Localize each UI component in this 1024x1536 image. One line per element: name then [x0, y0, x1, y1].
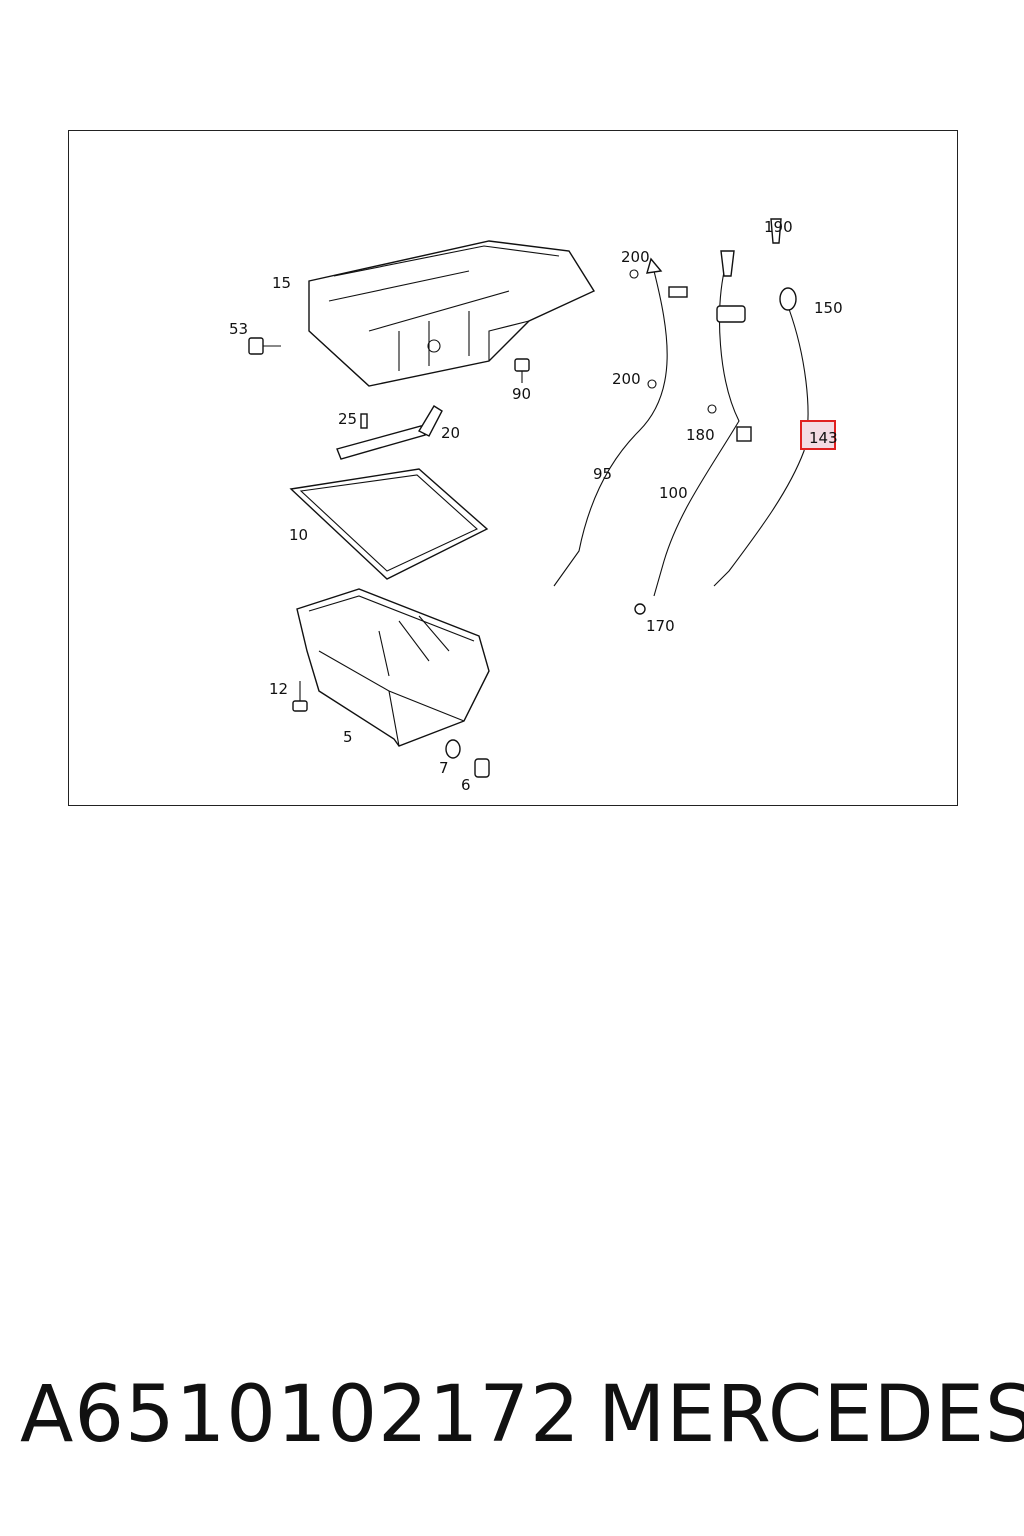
callout-100: 100	[659, 484, 688, 502]
lower-oil-pan	[296, 588, 490, 747]
callout-90: 90	[512, 385, 531, 403]
callout-20: 20	[441, 424, 460, 442]
callout-5: 5	[343, 728, 353, 746]
brand-name: MERCEDES	[598, 1370, 1024, 1460]
callout-95: 95	[593, 465, 612, 483]
callout-200-mid: 200	[612, 370, 641, 388]
drain-plug-6	[474, 758, 490, 778]
bottom-caption: A6510102172 MERCEDES	[20, 1370, 1024, 1470]
upper-oil-pan	[308, 240, 596, 387]
bolt-90	[514, 358, 530, 383]
callout-170: 170	[646, 617, 675, 635]
diagram-frame: 15 53 90 25 20 10 12 5 7 6 200 200 95 19…	[68, 130, 958, 806]
callout-25: 25	[338, 410, 357, 428]
seal-170	[634, 603, 646, 615]
bolt-12	[292, 681, 308, 712]
callout-53: 53	[229, 320, 248, 338]
callout-6: 6	[461, 776, 471, 794]
oil-pickup-tube	[336, 405, 443, 460]
dipstick-143	[713, 287, 809, 587]
callout-7: 7	[439, 759, 449, 777]
guide-tube-95	[553, 257, 688, 587]
callout-200-top: 200	[621, 248, 650, 266]
highlight-box	[800, 420, 836, 450]
callout-10: 10	[289, 526, 308, 544]
oil-pan-gasket	[289, 468, 489, 580]
exploded-parts-diagram: 15 53 90 25 20 10 12 5 7 6 200 200 95 19…	[229, 218, 843, 794]
part-number: A6510102172	[20, 1370, 581, 1460]
bolt-53	[248, 337, 281, 355]
callout-labels: 15 53 90 25 20 10 12 5 7 6 200 200 95 19…	[229, 218, 843, 794]
callout-12: 12	[269, 680, 288, 698]
callout-15: 15	[272, 274, 291, 292]
callout-190: 190	[764, 218, 793, 236]
guide-tube-100	[653, 218, 782, 597]
callout-180: 180	[686, 426, 715, 444]
callout-143: 143	[809, 429, 838, 447]
drain-ring-7	[445, 739, 461, 759]
callout-150: 150	[814, 299, 843, 317]
